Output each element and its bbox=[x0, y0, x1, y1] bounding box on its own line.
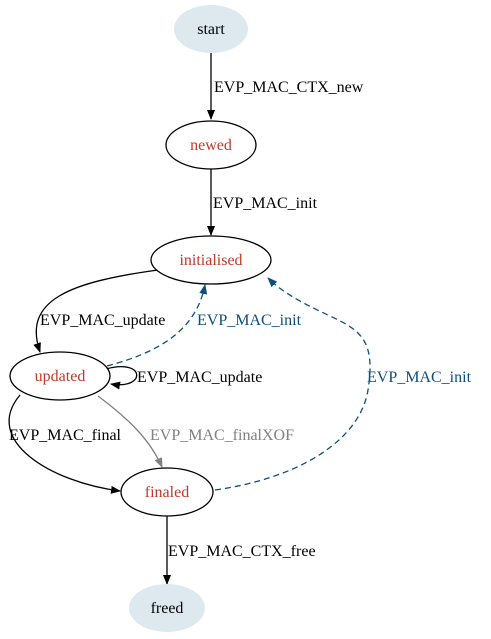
node-initialised-label: initialised bbox=[179, 252, 242, 269]
node-finaled-label: finaled bbox=[145, 484, 189, 501]
node-freed-label: freed bbox=[151, 600, 184, 617]
node-updated: updated bbox=[9, 351, 111, 401]
edge-updated-finaled: EVP_MAC_final bbox=[8, 394, 122, 494]
edge-start-newed: EVP_MAC_CTX_new bbox=[207, 53, 364, 120]
edge-label-ctx-new: EVP_MAC_CTX_new bbox=[214, 79, 364, 96]
edge-newed-initialised: EVP_MAC_init bbox=[207, 168, 318, 236]
edge-updated-self: EVP_MAC_update bbox=[105, 366, 262, 390]
edge-label-update-2: EVP_MAC_update bbox=[137, 369, 262, 386]
node-start: start bbox=[174, 5, 248, 53]
edge-label-final-xof: EVP_MAC_finalXOF bbox=[150, 427, 294, 444]
node-newed-label: newed bbox=[190, 137, 232, 154]
node-freed: freed bbox=[129, 584, 205, 632]
edge-initialised-updated: EVP_MAC_update bbox=[33, 269, 165, 353]
edge-label-init-3: EVP_MAC_init bbox=[367, 369, 472, 386]
edge-updated-finaled-xof: EVP_MAC_finalXOF bbox=[97, 395, 294, 468]
edge-label-final: EVP_MAC_final bbox=[9, 427, 122, 444]
edge-label-ctx-free: EVP_MAC_CTX_free bbox=[168, 543, 316, 560]
edge-updated-initialised: EVP_MAC_init bbox=[106, 284, 302, 367]
node-start-label: start bbox=[197, 21, 225, 38]
edge-finaled-initialised: EVP_MAC_init bbox=[214, 277, 472, 491]
node-updated-label: updated bbox=[35, 368, 86, 385]
node-initialised: initialised bbox=[150, 235, 272, 285]
node-finaled: finaled bbox=[120, 467, 214, 517]
edge-label-init-1: EVP_MAC_init bbox=[213, 195, 318, 212]
node-newed: newed bbox=[165, 120, 257, 170]
edge-finaled-freed: EVP_MAC_CTX_free bbox=[163, 516, 316, 585]
edge-label-update-1: EVP_MAC_update bbox=[40, 312, 165, 329]
edge-label-init-2: EVP_MAC_init bbox=[197, 312, 302, 329]
